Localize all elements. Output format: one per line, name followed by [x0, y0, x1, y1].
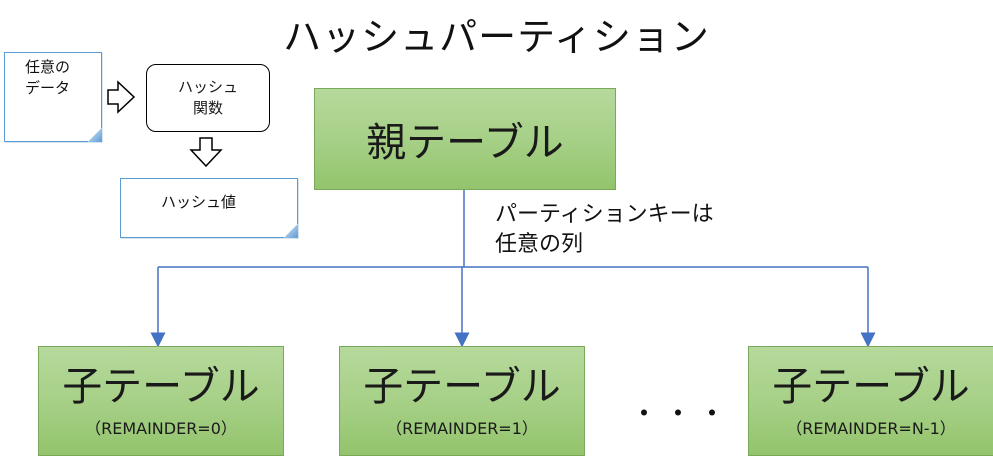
input-data-line-1: 任意の: [25, 58, 71, 76]
right-arrow-icon: [107, 80, 136, 114]
partition-key-line-1: パーティションキーは: [495, 202, 714, 227]
input-data-note: 任意の データ: [4, 52, 102, 142]
page-fold-icon: [284, 224, 298, 238]
child-table-label: 子テーブル: [772, 364, 970, 410]
child-table-label: 子テーブル: [363, 364, 561, 410]
ellipsis: ・・・: [630, 397, 733, 430]
page-fold-icon: [88, 128, 102, 142]
hash-function-line-1: ハッシュ: [177, 78, 238, 96]
diagram-title: ハッシュパーティション: [283, 15, 710, 59]
parent-table-box: 親テーブル: [314, 88, 616, 190]
hash-function-box: ハッシュ 関数: [146, 64, 270, 132]
partition-key-line-2: 任意の列: [495, 232, 584, 257]
input-data-line-2: データ: [25, 79, 71, 97]
child-table-box-0: 子テーブル （REMAINDER=0）: [38, 346, 284, 456]
partition-key-note: パーティションキーは 任意の列: [495, 200, 714, 260]
child-table-box-n: 子テーブル （REMAINDER=N-1）: [748, 346, 993, 456]
child-table-box-1: 子テーブル （REMAINDER=1）: [339, 346, 585, 456]
child-remainder-label: （REMAINDER=0）: [85, 419, 237, 438]
hash-value-label: ハッシュ値: [161, 193, 237, 211]
down-arrow-icon: [189, 137, 223, 168]
child-remainder-label: （REMAINDER=1）: [386, 419, 538, 438]
hash-function-line-2: 関数: [192, 99, 223, 117]
child-remainder-label: （REMAINDER=N-1）: [786, 419, 956, 438]
parent-table-label: 親テーブル: [366, 120, 564, 166]
hash-value-note: ハッシュ値: [120, 178, 298, 238]
child-table-label: 子テーブル: [62, 364, 260, 410]
